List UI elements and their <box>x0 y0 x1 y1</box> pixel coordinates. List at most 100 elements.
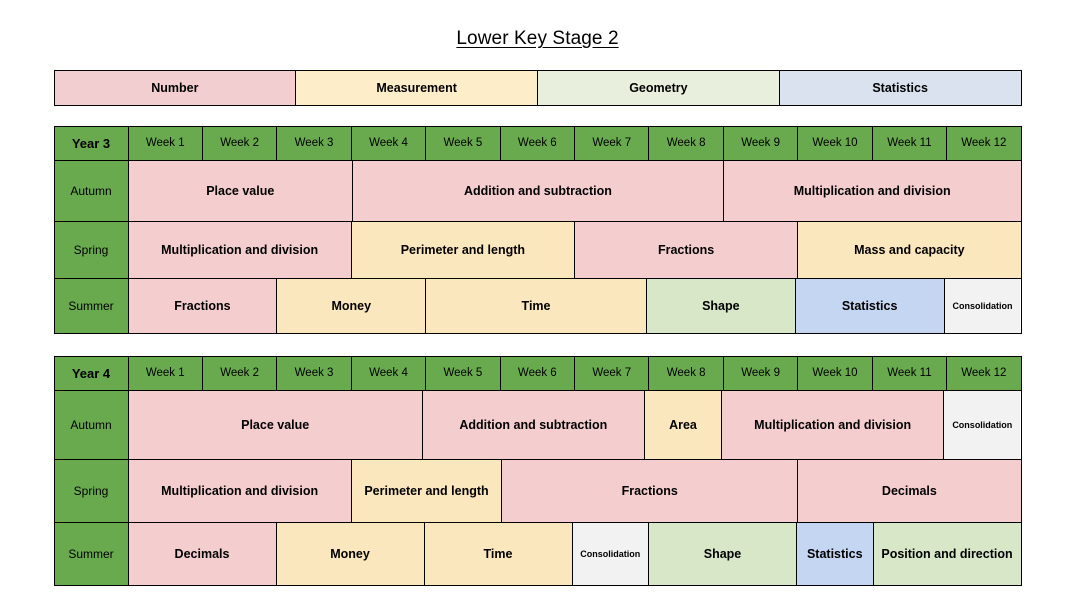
year-4-label: Year 4 <box>54 356 129 390</box>
topic-cell-multiplication-and-division[interactable]: Multiplication and division <box>723 160 1021 221</box>
topic-cell-fractions[interactable]: Fractions <box>128 278 278 333</box>
week-header-label: Week 12 <box>961 136 1007 149</box>
week-header-label: Week 5 <box>443 136 483 149</box>
week-header-label: Week 7 <box>592 366 632 379</box>
topic-cell-addition-and-subtraction[interactable]: Addition and subtraction <box>353 160 724 221</box>
week-header-1: Week 1 <box>128 356 203 390</box>
year-4-autumn-row: Autumn Place value Addition and subtractio… <box>54 390 1021 460</box>
topic-label: Consolidation <box>952 300 1013 311</box>
topic-label: Addition and subtraction <box>463 183 612 198</box>
topic-label: Money <box>330 546 370 561</box>
week-header-6: Week 6 <box>500 356 576 390</box>
week-header-label: Week 2 <box>220 136 260 149</box>
week-header-10: Week 10 <box>798 356 873 390</box>
week-header-label: Week 2 <box>220 366 260 379</box>
topic-cell-consolidation[interactable]: Consolidation <box>944 278 1021 333</box>
week-header-label: Week 1 <box>145 366 185 379</box>
week-header-12: Week 12 <box>947 126 1021 160</box>
topic-label: Decimals <box>881 483 937 498</box>
topic-label: Place value <box>241 417 310 432</box>
topic-label: Fractions <box>621 483 678 498</box>
topic-cell-addition-and-subtraction[interactable]: Addition and subtraction <box>422 390 645 459</box>
topic-label: Multiplication and division <box>754 417 912 432</box>
week-header-4: Week 4 <box>351 126 427 160</box>
week-header-7: Week 7 <box>575 356 650 390</box>
topic-label: Mass and capacity <box>854 242 965 257</box>
topic-cell-perimeter-and-length[interactable]: Perimeter and length <box>351 459 503 522</box>
term-label-text: Spring <box>73 483 109 498</box>
topic-label: Area <box>669 417 697 432</box>
topic-cell-mass-and-capacity[interactable]: Mass and capacity <box>798 221 1021 278</box>
topic-cell-multiplication-and-division[interactable]: Multiplication and division <box>128 459 352 522</box>
topic-label: Position and direction <box>881 546 1013 561</box>
topic-cell-time[interactable]: Time <box>424 522 573 585</box>
topic-cell-perimeter-and-length[interactable]: Perimeter and length <box>351 221 575 278</box>
topic-cell-decimals[interactable]: Decimals <box>128 522 277 585</box>
week-header-label: Week 1 <box>145 136 185 149</box>
week-header-label: Week 8 <box>666 136 706 149</box>
week-header-8: Week 8 <box>649 126 724 160</box>
term-label-text: Autumn <box>70 417 112 432</box>
week-header-5: Week 5 <box>426 126 501 160</box>
term-label-text: Spring <box>73 242 109 257</box>
topic-cell-consolidation[interactable]: Consolidation <box>944 390 1021 459</box>
week-header-2: Week 2 <box>202 356 278 390</box>
week-header-5: Week 5 <box>426 356 501 390</box>
topic-cell-fractions[interactable]: Fractions <box>575 221 799 278</box>
topic-label: Shape <box>702 298 740 313</box>
topic-label: Consolidation <box>580 548 641 559</box>
strand-legend: Number Measurement Geometry Statistics <box>53 69 1022 106</box>
legend-item-measurement: Measurement <box>296 70 538 105</box>
topic-cell-statistics[interactable]: Statistics <box>797 522 874 585</box>
week-header-label: Week 11 <box>887 136 932 149</box>
week-header-label: Week 10 <box>812 366 858 379</box>
topic-cell-money[interactable]: Money <box>277 278 427 333</box>
topic-cell-consolidation[interactable]: Consolidation <box>572 522 649 585</box>
legend-item-statistics: Statistics <box>779 70 1021 105</box>
topic-label: Statistics <box>806 546 863 561</box>
topic-cell-multiplication-and-division[interactable]: Multiplication and division <box>722 390 945 459</box>
week-header-3: Week 3 <box>277 356 352 390</box>
topic-label: Fractions <box>657 242 715 257</box>
topic-cell-time[interactable]: Time <box>426 278 647 333</box>
year-name-text: Year 4 <box>71 365 111 381</box>
week-header-8: Week 8 <box>649 356 724 390</box>
term-label-autumn: Autumn <box>54 390 129 459</box>
topic-cell-position-and-direction[interactable]: Position and direction <box>873 522 1021 585</box>
topic-cell-decimals[interactable]: Decimals <box>798 459 1021 522</box>
week-header-label: Week 9 <box>741 366 780 379</box>
week-header-label: Week 4 <box>369 136 408 149</box>
week-header-label: Week 6 <box>517 366 557 379</box>
legend-item-label: Measurement <box>376 80 457 95</box>
topic-cell-fractions[interactable]: Fractions <box>502 459 799 522</box>
topic-cell-money[interactable]: Money <box>276 522 425 585</box>
topic-cell-place-value[interactable]: Place value <box>128 390 423 459</box>
topic-cell-multiplication-and-division[interactable]: Multiplication and division <box>128 221 352 278</box>
topic-label: Time <box>483 546 513 561</box>
week-header-6: Week 6 <box>500 126 576 160</box>
week-header-11: Week 11 <box>872 356 948 390</box>
topic-label: Shape <box>703 546 742 561</box>
topic-label: Fractions <box>174 298 231 313</box>
legend-item-label: Number <box>151 80 199 95</box>
week-header-11: Week 11 <box>872 126 948 160</box>
term-blocks: Place value Addition and subtraction Multi… <box>128 160 1021 221</box>
legend-item-label: Statistics <box>872 80 928 95</box>
term-label-summer: Summer <box>54 278 129 333</box>
term-label-summer: Summer <box>54 522 129 585</box>
topic-label: Statistics <box>841 298 898 313</box>
topic-cell-area[interactable]: Area <box>644 390 723 459</box>
topic-cell-statistics[interactable]: Statistics <box>795 278 945 333</box>
topic-label: Place value <box>206 183 275 198</box>
topic-label: Multiplication and division <box>161 242 319 257</box>
year-name-text: Year 3 <box>71 135 111 151</box>
legend-item-geometry: Geometry <box>538 70 780 105</box>
topic-cell-shape[interactable]: Shape <box>646 278 796 333</box>
topic-cell-shape[interactable]: Shape <box>649 522 797 585</box>
topic-cell-place-value[interactable]: Place value <box>128 160 353 221</box>
